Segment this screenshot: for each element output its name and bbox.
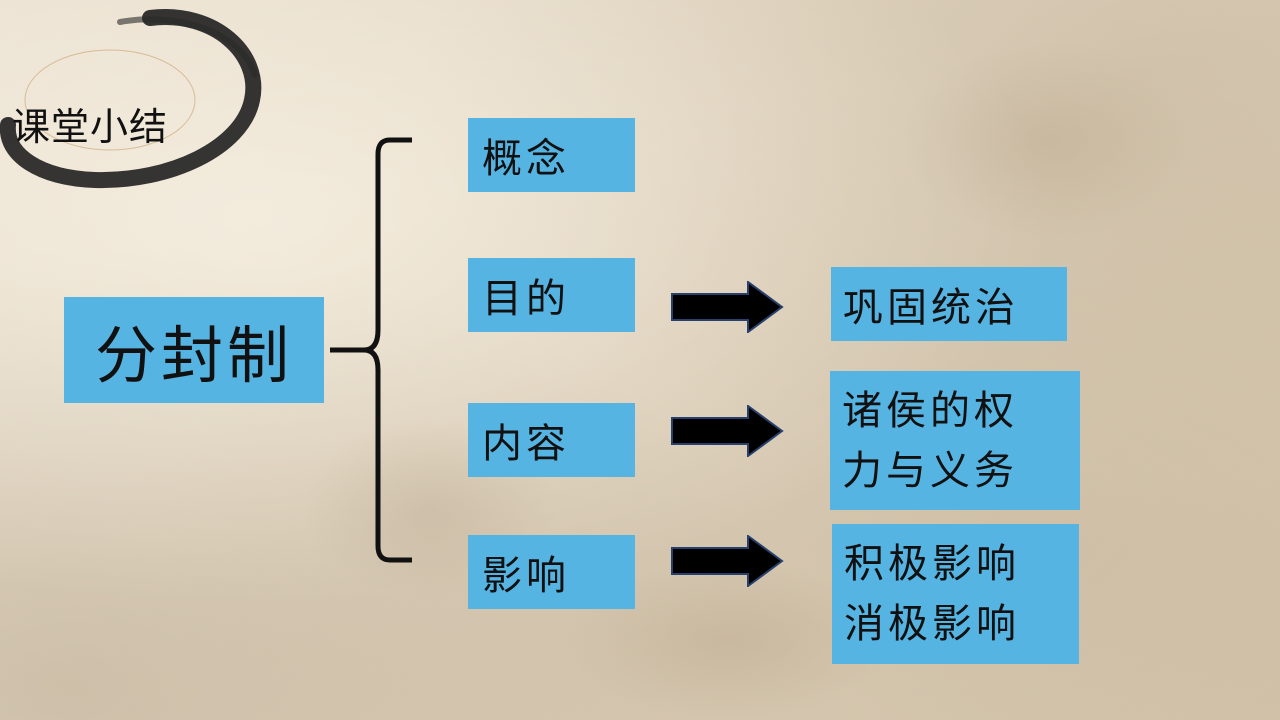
branch-label: 目的 [482,276,570,322]
result-line: 积极影响 [844,541,1020,587]
branch-box-content: 内容 [468,403,635,477]
ink-brush-ring-icon [0,9,262,189]
branch-box-purpose: 目的 [468,258,635,332]
section-title: 课堂小结 [12,105,169,149]
main-topic-label: 分封制 [94,319,293,392]
right-arrow-icon [671,281,784,333]
right-arrow-icon [671,405,784,457]
result-line: 力与义务 [842,447,1018,494]
brace-connector [330,137,412,563]
branch-label: 概念 [482,136,570,182]
result-line: 巩固统治 [843,285,1019,331]
result-box-purpose: 巩固统治 [831,267,1067,341]
right-arrow-icon [671,535,784,587]
result-line: 诸侯的权 [842,387,1018,434]
result-box-influence: 积极影响 消极影响 [832,524,1079,664]
result-line: 消极影响 [844,601,1020,647]
branch-box-concept: 概念 [468,118,635,192]
result-box-content: 诸侯的权 力与义务 [830,371,1080,510]
branch-label: 内容 [482,421,570,467]
branch-label: 影响 [482,553,570,599]
main-topic-box: 分封制 [64,297,324,403]
branch-box-influence: 影响 [468,535,635,609]
